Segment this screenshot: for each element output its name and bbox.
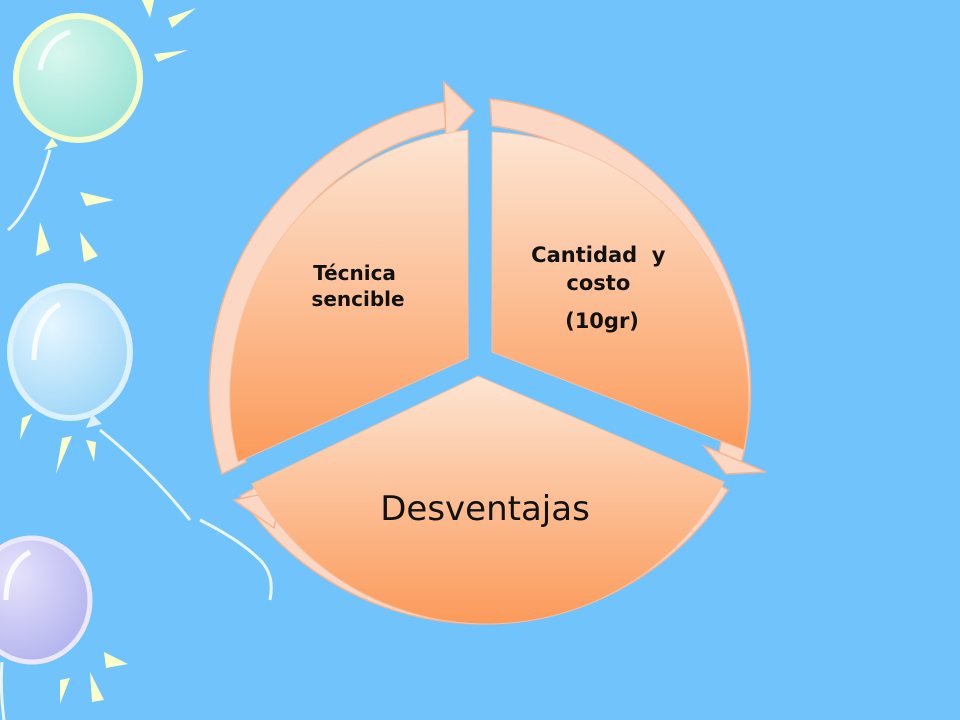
balloon-mint-icon [7, 13, 143, 232]
sparkle-rays-top [36, 0, 196, 262]
sparkle-rays-bottom [60, 652, 128, 704]
sparkle-rays-middle [20, 414, 96, 474]
segment-top-left [229, 129, 469, 463]
segment-top-right [491, 131, 750, 451]
segment-label-top-left: Técnica sencible [311, 261, 404, 311]
segment-label-top-right: Cantidad y costo (10gr) [531, 243, 673, 333]
segment-label-bottom: Desventajas [380, 489, 590, 529]
balloon-lavender-icon [0, 535, 93, 720]
balloon-decoration [0, 0, 273, 720]
balloon-strings [199, 518, 273, 601]
segment-bottom [251, 375, 725, 625]
arrowhead-right [701, 444, 767, 475]
cycle-arrows [232, 80, 767, 530]
balloon-light-blue-icon [7, 283, 192, 521]
cycle-diagram: Cantidad y costo (10gr) Desventajas Técn… [208, 80, 767, 625]
arrowhead-top [443, 80, 476, 144]
